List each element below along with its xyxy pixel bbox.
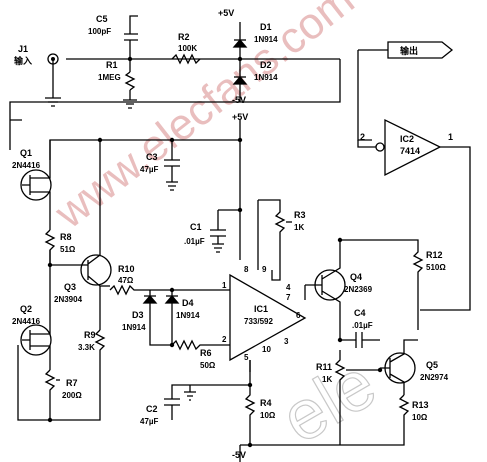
label-R4: R4 <box>260 398 272 408</box>
label-R8: R8 <box>60 232 72 242</box>
label-D2: D2 <box>260 60 272 70</box>
ic1-pin-8: 8 <box>244 265 249 274</box>
label-C2-value: 47µF <box>140 417 159 426</box>
label-R7-value: 200Ω <box>62 391 82 400</box>
ic1-pin-2: 2 <box>222 335 227 344</box>
label-R9: R9 <box>84 330 96 340</box>
label-C2: C2 <box>146 404 158 414</box>
label-Q3: Q3 <box>64 282 76 292</box>
ic1-pin-7: 7 <box>286 293 291 302</box>
label-C4-value: .01µF <box>352 321 373 330</box>
label-p5v-mid: +5V <box>232 112 248 122</box>
label-R10-value: 47Ω <box>118 276 134 285</box>
label-D1: D1 <box>260 22 272 32</box>
label-C3: C3 <box>146 152 158 162</box>
label-input: 输入 <box>14 55 32 66</box>
label-C1: C1 <box>190 222 202 232</box>
wires <box>9 15 471 462</box>
label-R13-value: 10Ω <box>412 413 428 422</box>
label-IC1: IC1 <box>254 304 268 314</box>
label-R8-value: 51Ω <box>60 245 76 254</box>
label-Q4-value: 2N2369 <box>344 285 373 294</box>
ic1-pin-6: 6 <box>296 311 301 320</box>
label-Q5-value: 2N2974 <box>420 373 449 382</box>
label-Q2-value: 2N4416 <box>12 317 41 326</box>
label-IC2-pin1: 1 <box>448 132 453 142</box>
label-p5v-top: +5V <box>218 8 234 18</box>
label-IC2: IC2 <box>400 134 414 144</box>
label-J1: J1 <box>18 44 28 54</box>
label-Q4: Q4 <box>350 272 362 282</box>
label-n5v-bot: -5V <box>232 450 246 460</box>
label-IC1-value: 733/592 <box>244 317 273 326</box>
label-R3: R3 <box>294 210 306 220</box>
label-IC2-pin2: 2 <box>360 132 365 142</box>
label-Q1: Q1 <box>20 148 32 158</box>
label-C4: C4 <box>354 308 366 318</box>
label-R12: R12 <box>426 250 443 260</box>
ic1-pin-9: 9 <box>262 265 267 274</box>
label-R12-value: 510Ω <box>426 263 446 272</box>
label-Q2: Q2 <box>20 304 32 314</box>
output-flag <box>387 41 454 59</box>
label-D3-value: 1N914 <box>122 323 146 332</box>
label-R6: R6 <box>200 348 212 358</box>
label-C5-value: 100pF <box>88 27 111 36</box>
label-C5: C5 <box>96 14 108 24</box>
ic1-pin-4: 4 <box>286 283 291 292</box>
label-Q5: Q5 <box>426 360 438 370</box>
label-D4: D4 <box>182 298 194 308</box>
label-output: 输出 <box>400 45 418 56</box>
label-R3-value: 1K <box>294 223 304 232</box>
label-R1: R1 <box>106 60 118 70</box>
junction-dots <box>47 53 383 448</box>
label-R4-value: 10Ω <box>260 411 276 420</box>
label-R2: R2 <box>178 32 190 42</box>
label-D2-value: 1N914 <box>254 73 278 82</box>
label-R13: R13 <box>412 400 429 410</box>
label-Q3-value: 2N3904 <box>54 295 83 304</box>
label-C1-value: .01µF <box>184 237 205 246</box>
ic1-pin-1: 1 <box>222 281 227 290</box>
label-R10: R10 <box>118 264 135 274</box>
label-R2-value: 100K <box>178 44 197 53</box>
label-R9-value: 3.3K <box>78 343 95 352</box>
label-D4-value: 1N914 <box>176 311 200 320</box>
ic1-pin-5: 5 <box>244 353 249 362</box>
label-n5v-mid: -5V <box>232 95 246 105</box>
label-R11-value: 1K <box>322 375 332 384</box>
label-R1-value: 1MEG <box>98 73 121 82</box>
label-R11: R11 <box>316 362 332 372</box>
ic1-pin-3: 3 <box>284 337 289 346</box>
component-labels: J1 输入 C5 100pF R2 100K R1 1MEG +5V D1 1N… <box>12 8 453 460</box>
label-R7: R7 <box>66 378 78 388</box>
label-C3-value: 47µF <box>140 165 159 174</box>
label-R6-value: 50Ω <box>200 361 216 370</box>
label-D3: D3 <box>132 310 144 320</box>
watermark-outline: ele <box>269 344 389 458</box>
label-D1-value: 1N914 <box>254 35 278 44</box>
ic1-pin-10: 10 <box>262 345 271 354</box>
label-IC2-value: 7414 <box>400 146 420 156</box>
label-Q1-value: 2N4416 <box>12 161 41 170</box>
